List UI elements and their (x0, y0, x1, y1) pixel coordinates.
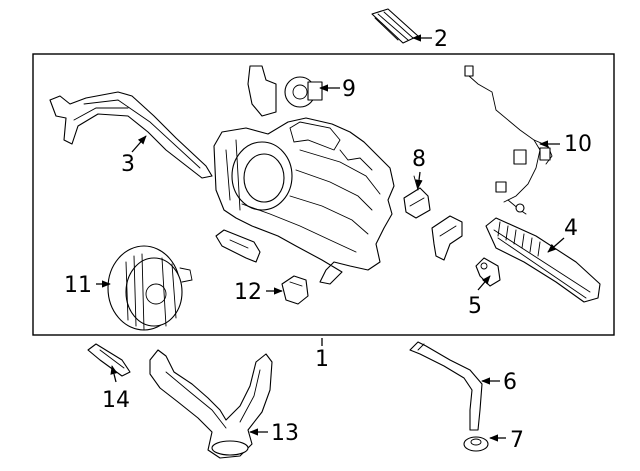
part-9-actuator (247, 65, 323, 117)
callout-13: 13 (271, 421, 299, 446)
part-3-duct (49, 91, 213, 179)
callout-10: 10 (564, 132, 592, 157)
callout-8: 8 (412, 147, 426, 172)
callout-6: 6 (503, 370, 517, 395)
part-8-sensor (403, 175, 431, 219)
part-5-sensor (475, 257, 501, 287)
assembly-frame (32, 53, 615, 336)
part-6-hose (409, 341, 483, 431)
callout-7: 7 (510, 428, 524, 453)
callout-14: 14 (102, 388, 130, 413)
hvac-case (213, 117, 395, 285)
callout-4: 4 (564, 216, 578, 241)
callout-12: 12 (234, 280, 262, 305)
bracket-left (215, 229, 261, 263)
part-10-harness (464, 65, 553, 215)
leader-lines (96, 34, 565, 442)
callout-5: 5 (468, 294, 482, 319)
part-4-evaporator (485, 217, 601, 303)
part-11-blower (107, 245, 193, 331)
callout-2: 2 (434, 27, 448, 52)
callout-1: 1 (315, 347, 329, 372)
callout-9: 9 (342, 77, 356, 102)
callout-11: 11 (64, 273, 92, 298)
part-7-grommet (463, 436, 489, 452)
part-12-resistor (281, 275, 309, 305)
callout-3: 3 (121, 152, 135, 177)
part-2-foam-pad (371, 8, 419, 44)
part-14-clip (87, 343, 131, 377)
bracket-right (431, 215, 463, 261)
part-13-duct (149, 349, 273, 459)
